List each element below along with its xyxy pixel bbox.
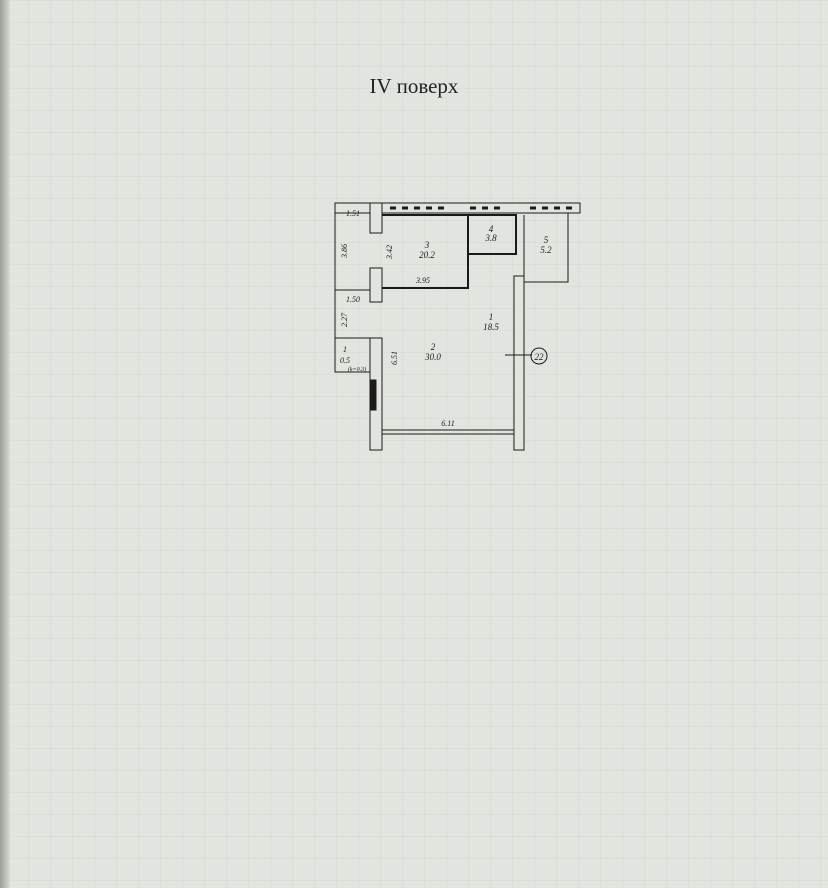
room3-partition (382, 214, 469, 289)
right-wall (513, 275, 525, 451)
page-edge-shadow (0, 0, 10, 888)
dim-150: 1.50 (346, 295, 360, 304)
room4-area: 3.8 (484, 233, 497, 243)
room2-number: 2 (431, 342, 436, 352)
axis-circle (530, 347, 548, 365)
dim-386: 3.86 (340, 244, 349, 259)
top-wall (334, 202, 581, 214)
room5-number: 5 (544, 235, 549, 245)
floor-title: IV поверх (369, 74, 459, 98)
room5-outline (523, 213, 569, 283)
balcony-number: 1 (343, 345, 347, 354)
balcony-area: 0.5 (340, 356, 350, 365)
dim-611: 6.11 (441, 419, 454, 428)
left-cells (334, 289, 370, 372)
room1-number: 1 (489, 312, 494, 322)
wall-segment-a (369, 202, 383, 234)
dim-342: 3.42 (385, 245, 394, 260)
wall-segment-b (369, 267, 383, 303)
room4-partition (468, 214, 517, 255)
room5-area: 5.2 (540, 245, 552, 255)
room3-area: 20.2 (419, 250, 435, 260)
room4-number: 4 (489, 224, 494, 234)
dim-395: 3.95 (415, 276, 430, 285)
dim-651: 6.51 (390, 351, 399, 365)
room2-area: 30.0 (424, 352, 441, 362)
dim-151: 1.51 (346, 209, 360, 218)
axis-label: 22 (535, 352, 545, 362)
paper-sheet (6, 0, 828, 888)
room3-number: 3 (424, 240, 430, 250)
balcony-coefficient: (k=0.3) (348, 366, 366, 373)
dim-227: 2.27 (340, 312, 349, 327)
room1-area: 18.5 (483, 322, 499, 332)
bottom-window (382, 429, 514, 435)
door-mark (369, 379, 377, 411)
